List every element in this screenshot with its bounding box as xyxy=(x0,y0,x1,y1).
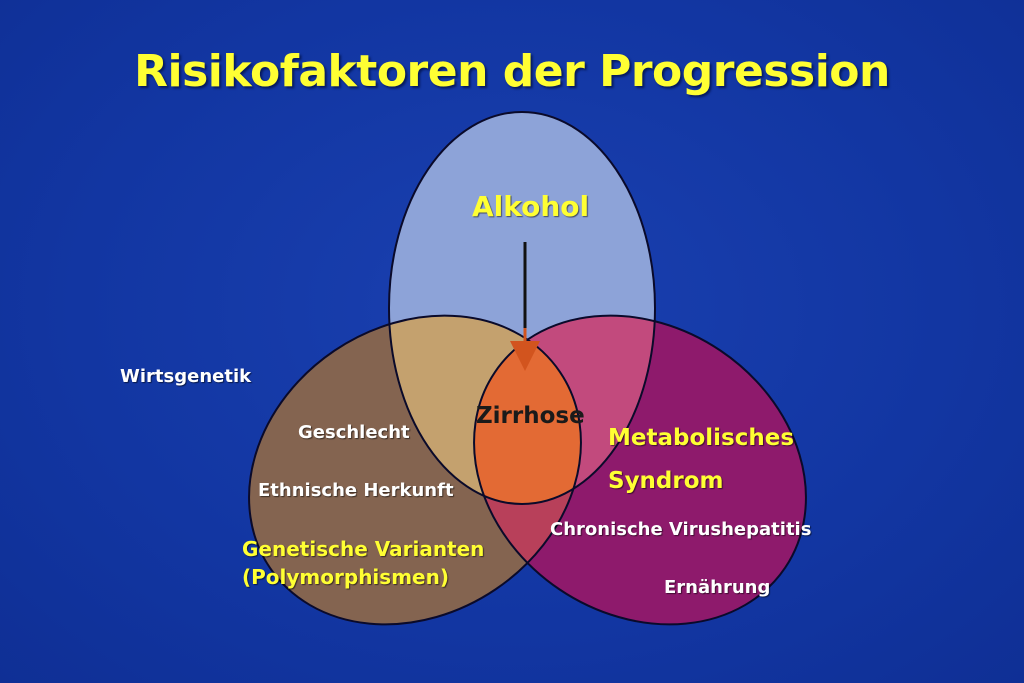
label-genetische-varianten: Genetische Varianten xyxy=(242,537,485,561)
alcohol-circle-outline xyxy=(388,111,656,505)
label-syndrom: Syndrom xyxy=(608,468,724,494)
label-ernaehrung: Ernährung xyxy=(664,577,771,598)
label-zirrhose: Zirrhose xyxy=(476,403,585,429)
slide-title: Risikofaktoren der Progression xyxy=(134,46,890,97)
label-chronische-virushepatitis: Chronische Virushepatitis xyxy=(550,519,812,540)
label-alkohol: Alkohol xyxy=(472,190,590,223)
label-ethnische-herkunft: Ethnische Herkunft xyxy=(258,480,454,501)
metabolic-circle-outline xyxy=(473,314,807,626)
label-polymorphismen: (Polymorphismen) xyxy=(242,565,449,589)
label-wirtsgenetik: Wirtsgenetik xyxy=(120,366,252,387)
label-metabolisches: Metabolisches xyxy=(608,425,795,451)
label-geschlecht: Geschlecht xyxy=(298,422,410,443)
genetics-circle-outline xyxy=(248,314,582,626)
